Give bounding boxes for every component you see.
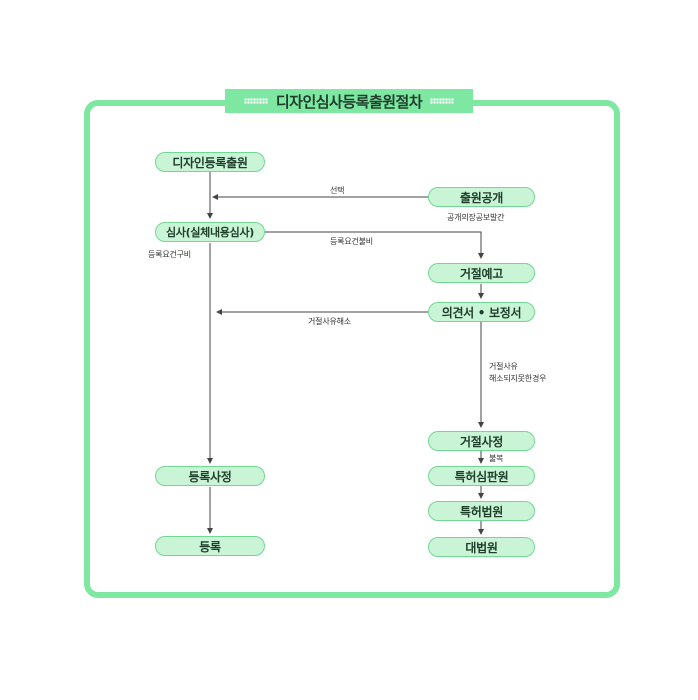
node-supreme-court: 대법원: [428, 537, 535, 557]
node-rejection-decision: 거절사정: [428, 431, 535, 451]
node-registration: 등록: [155, 536, 265, 556]
label-select: 선택: [330, 186, 345, 195]
node-appeal-trial: 특허심판원: [428, 466, 535, 486]
title-dots-left: [243, 98, 268, 104]
diagram-title: 디자인심사등록출원절차: [275, 92, 423, 111]
node-opinion-amendment: 의견서 • 보정서: [428, 302, 535, 322]
label-disagree: 불복: [489, 454, 504, 463]
title-dots-right: [430, 98, 455, 104]
diagram-title-bar: 디자인심사등록출원절차: [225, 89, 473, 113]
label-reason-unresolved-line2: 해소되지못한경우: [489, 374, 547, 383]
node-patent-court: 특허법원: [428, 501, 535, 521]
node-rejection-notice: 거절예고: [428, 263, 535, 283]
label-requirements-missing: 등록요건불비: [330, 237, 373, 246]
arrow-examination-to-rejection-notice: [264, 231, 484, 259]
label-reason-resolved: 거절사유해소: [308, 317, 351, 326]
node-examination: 심사(실체내용심사): [155, 222, 265, 242]
node-application: 디자인등록출원: [155, 152, 265, 172]
node-publication: 출원공개: [428, 187, 535, 207]
label-requirements-met: 등록요건구비: [148, 250, 191, 259]
node-registration-decision: 등록사정: [155, 466, 265, 486]
label-publication-gazette: 공개의장공보발간: [447, 213, 505, 222]
label-reason-unresolved-line1: 거절사유: [489, 362, 518, 371]
